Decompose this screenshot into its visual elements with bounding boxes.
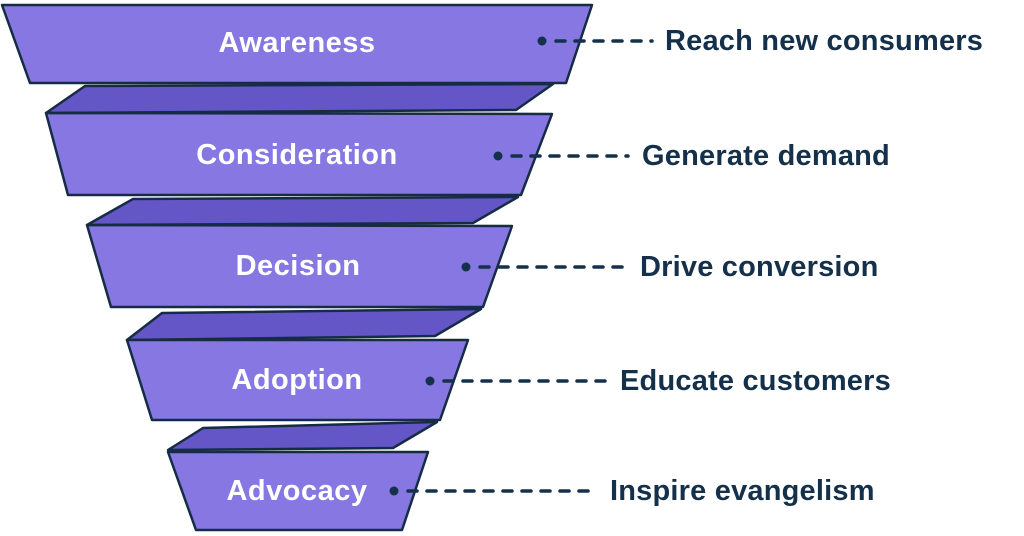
stage-label-adoption: Adoption [231,364,362,396]
outcome-label-adoption: Educate customers [620,365,891,397]
outcome-label-advocacy: Inspire evangelism [610,475,875,507]
funnel-fold-consideration [44,82,555,115]
funnel-fold-decision [85,195,520,227]
connector-dot-awareness [537,36,547,46]
stage-label-consideration: Consideration [196,139,397,171]
connector-dot-decision [461,262,471,272]
funnel-face-awareness [0,3,594,85]
funnel-face-consideration [44,111,554,197]
stage-label-advocacy: Advocacy [226,475,367,507]
connector-dot-adoption [425,376,435,386]
outcome-label-awareness: Reach new consumers [665,25,983,57]
stage-label-decision: Decision [236,250,361,282]
funnel-stage-adoption: Adoption Educate customers [125,338,891,422]
funnel-face-adoption [125,338,470,422]
stage-label-awareness: Awareness [218,27,375,59]
funnel-stage-awareness: Awareness Reach new consumers [0,3,983,85]
funnel-stage-decision: Decision Drive conversion [85,223,879,309]
connector-dot-consideration [493,151,503,161]
outcome-label-decision: Drive conversion [640,251,879,283]
funnel-face-decision [85,223,514,309]
funnel-face-advocacy [166,450,430,532]
funnel-stage-consideration: Consideration Generate demand [44,111,890,197]
connector-dot-advocacy [389,486,399,496]
funnel-stage-advocacy: Advocacy Inspire evangelism [166,450,875,532]
outcome-label-consideration: Generate demand [642,140,890,172]
funnel-fold-adoption [125,307,483,342]
funnel-fold-advocacy [166,420,439,452]
